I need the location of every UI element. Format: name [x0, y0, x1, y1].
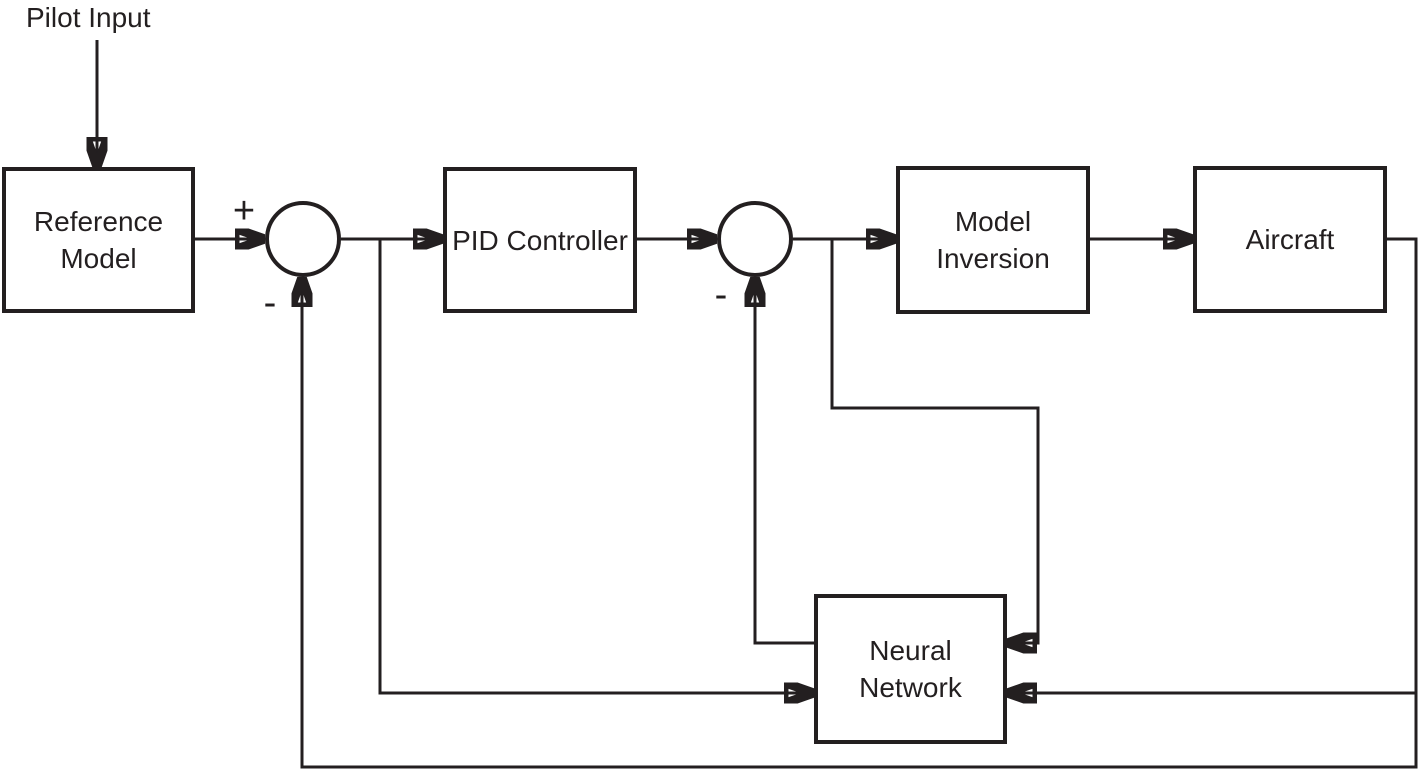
junction1-plus-sign: +: [232, 190, 256, 232]
model-inversion-label: Model Inversion: [936, 206, 1050, 274]
reference-model-block: Reference Model: [2, 167, 195, 313]
pilot-input-label: Pilot Input: [26, 2, 151, 33]
pid-controller-block: PID Controller: [443, 167, 637, 313]
aircraft-feedback-to-junction1-line: [302, 237, 1418, 769]
junction1-minus-sign: -: [263, 282, 277, 324]
error-tap-to-neural-network-line: [378, 239, 814, 693]
pid-controller-label: PID Controller: [452, 224, 628, 256]
neural-network-label: Neural Network: [859, 635, 962, 703]
model-inversion-block: Model Inversion: [896, 166, 1090, 314]
summing-junction-2: [717, 201, 793, 277]
aircraft-block: Aircraft: [1193, 166, 1387, 313]
neural-network-to-junction2-line: [755, 277, 814, 645]
neural-network-block: Neural Network: [814, 594, 1007, 744]
aircraft-label: Aircraft: [1245, 224, 1335, 255]
reference-model-label: Reference Model: [33, 206, 164, 274]
summing-junction-1: [265, 201, 341, 277]
junction2-minus-sign: -: [714, 274, 728, 316]
command-tap-to-neural-network-line: [830, 239, 1040, 643]
